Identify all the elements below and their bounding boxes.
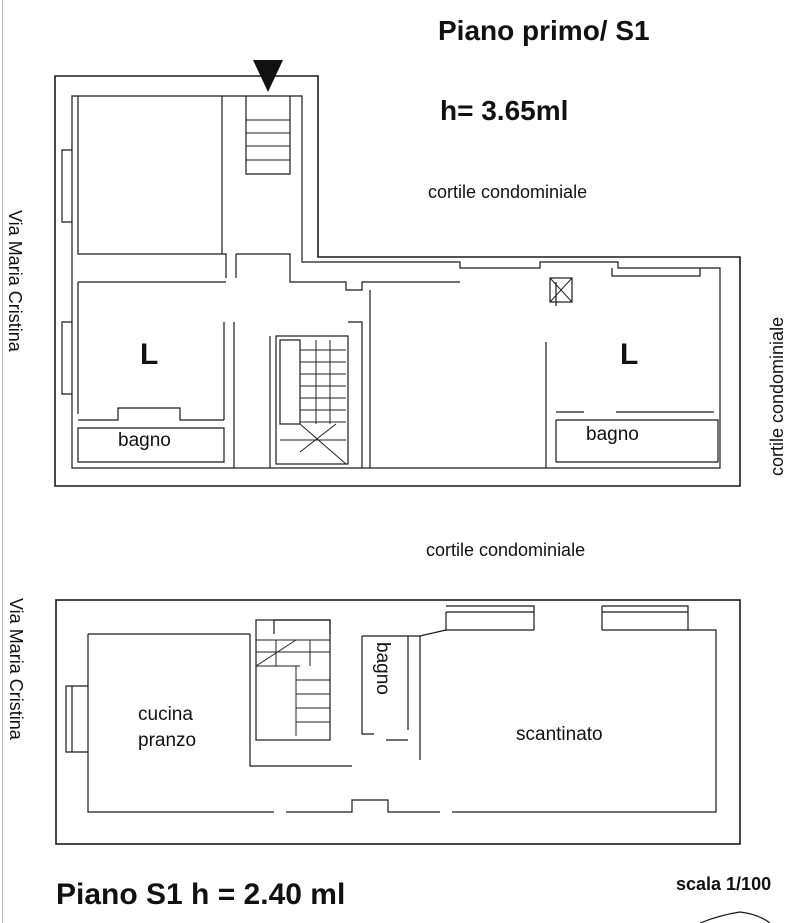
upper-floor-height: h= 3.65ml [440,95,568,126]
lower-kitchen-right-wall [249,619,352,767]
upper-left-bath-label: bagno [118,430,171,451]
upper-floor-title: Piano primo/ S1 [438,15,650,46]
upper-court-right-label: cortile condominiale [767,317,787,476]
upper-middle-wall [233,322,271,468]
upper-left-room-label: L [140,338,158,371]
upper-entry-stair-steps [246,119,290,161]
lower-floor-plan: cucina pranzo bagno scantinato Via Maria… [6,598,741,911]
lower-floor-title: Piano S1 h = 2.40 ml [56,878,345,911]
upper-left-window-2 [61,321,72,395]
lower-top-window-1 [446,605,535,630]
upper-corridor-wall-left [236,253,460,291]
lower-bath-wall [361,635,421,760]
upper-stair-right-wall [348,321,363,468]
upper-inner-wall [71,95,721,469]
entrance-arrow-icon [253,60,283,92]
upper-right-room-left-wall [545,282,557,468]
upper-street-label: Via Maria Cristina [5,210,25,353]
ventilation-shaft-icon [549,277,573,303]
lower-top-window-2 [601,605,689,630]
upper-internal-stair-core [279,339,301,425]
upper-entry-stair-box [245,96,291,175]
upper-right-room-bumps [611,268,701,277]
page-edge-line [2,0,3,923]
upper-right-room-label: L [620,338,638,371]
upper-internal-stair-steps [280,340,347,465]
upper-top-left-room [77,96,237,283]
lower-bath-label: bagno [372,642,393,695]
lower-kitchen-label-2: pranzo [138,730,196,751]
upper-left-bath-wall [77,407,225,463]
lower-left-window [65,685,88,753]
upper-right-bath-label: bagno [586,424,639,445]
middle-court-label: cortile condominiale [426,540,585,560]
upper-left-room-wall [77,282,225,420]
lower-outer-wall [55,599,741,845]
upper-left-window-1 [61,149,72,223]
lower-cellar-wall [419,629,447,637]
scale-label: scala 1/100 [676,874,771,894]
upper-internal-stair-box [275,335,349,465]
lower-street-label: Via Maria Cristina [6,598,26,741]
lower-inner-wall [87,612,717,813]
lower-stair-steps [255,639,330,736]
north-arrow-icon [699,911,771,923]
upper-right-bath-wall [556,411,719,463]
lower-kitchen-label-1: cucina [138,704,193,725]
upper-outer-wall [54,75,741,487]
upper-court-top-label: cortile condominiale [428,182,587,202]
lower-cellar-label: scantinato [516,724,603,745]
upper-floor-plan: Piano primo/ S1 h= 3.65ml cortile condom… [5,15,787,487]
